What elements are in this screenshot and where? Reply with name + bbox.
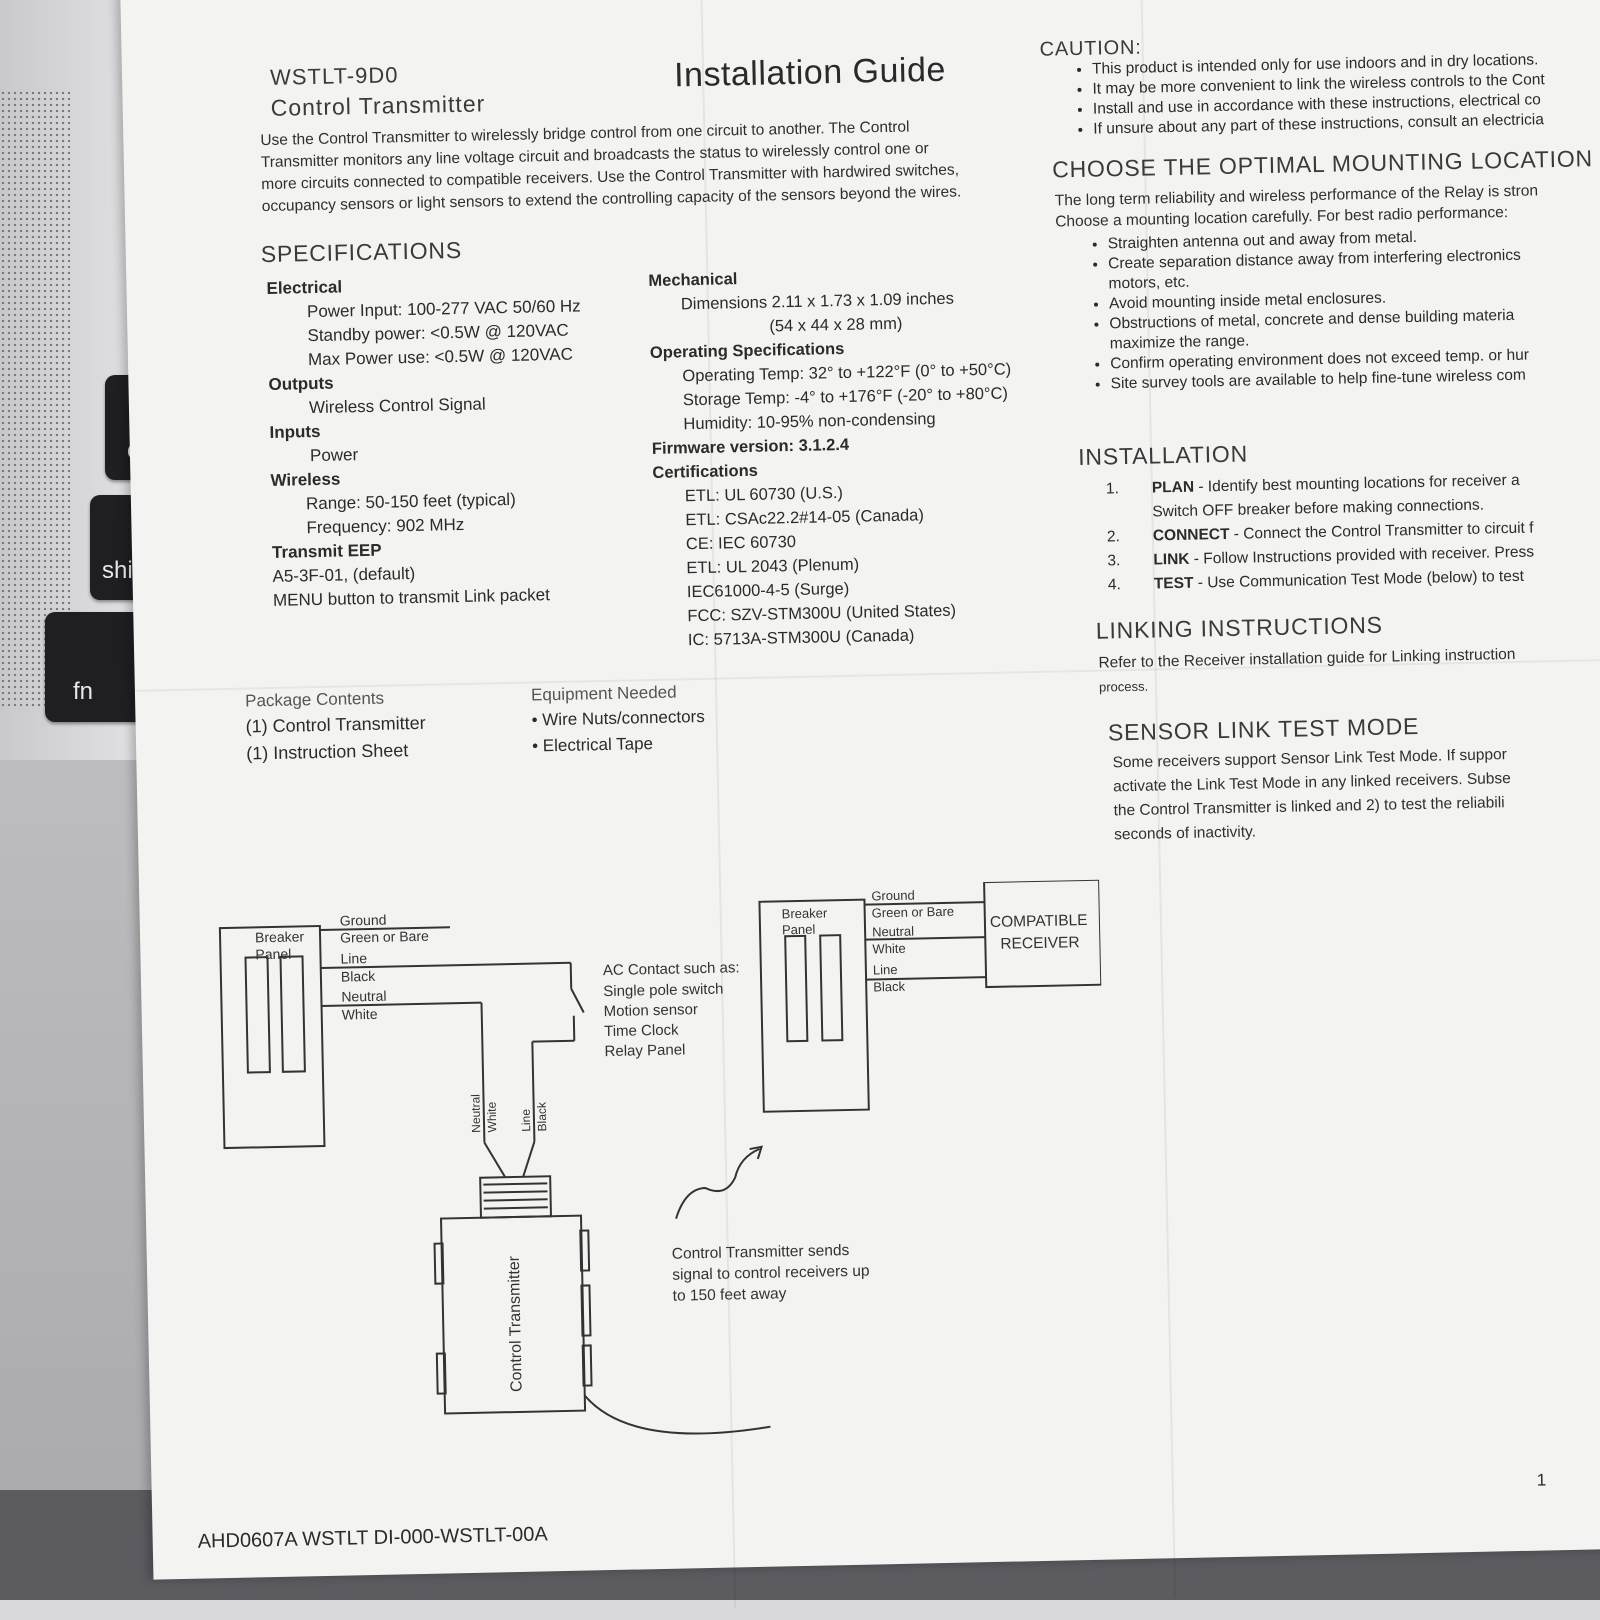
mounting-tips-list: Straighten antenna out and away from met… [1068,226,1530,396]
svg-text:RECEIVER: RECEIVER [1000,934,1080,953]
linking-text: Refer to the Receiver installation guide… [1098,645,1516,695]
svg-text:Line: Line [340,950,367,967]
svg-text:White: White [342,1006,378,1023]
svg-text:Breaker: Breaker [782,905,828,921]
speaker-grille [0,90,70,710]
page-title: Installation Guide [673,50,947,95]
svg-text:Green or Bare: Green or Bare [872,904,955,921]
svg-text:White: White [872,941,906,957]
sensor-test-text: Some receivers support Sensor Link Test … [1112,746,1511,844]
equipment-needed: Equipment Needed • Wire Nuts/connectors … [530,682,705,756]
svg-text:Black: Black [873,979,906,995]
svg-text:Panel: Panel [255,946,291,963]
specs-left-column: Electrical Power Input: 100-277 VAC 50/6… [266,277,581,610]
svg-text:Panel: Panel [782,922,816,938]
product-name: Control Transmitter [270,90,486,121]
svg-text:Line: Line [519,1109,533,1132]
svg-text:Motion sensor: Motion sensor [604,1001,699,1020]
svg-text:to 150 feet away: to 150 feet away [673,1285,787,1304]
svg-text:Neutral: Neutral [468,1094,483,1133]
caution-list: This product is intended only for use in… [1052,50,1546,140]
mounting-intro: The long term reliability and wireless p… [1054,182,1539,231]
page-number: 1 [1536,1470,1547,1490]
package-contents: Package Contents (1) Control Transmitter… [244,688,426,764]
wiring-diagram: Breaker Panel Ground Green or Bare Line … [218,879,1103,1435]
svg-text:Neutral: Neutral [872,924,914,940]
installation-heading: INSTALLATION [1077,440,1249,471]
specifications-heading: SPECIFICATIONS [260,236,463,268]
svg-text:Single pole switch: Single pole switch [603,981,723,1001]
svg-text:signal to control receivers up: signal to control receivers up [672,1263,870,1284]
svg-text:Neutral: Neutral [341,988,386,1005]
model-number: WSTLT-9D0 [269,62,399,90]
svg-text:AC Contact such as:: AC Contact such as: [603,959,740,979]
svg-text:Breaker: Breaker [255,928,305,945]
intro-paragraph: Use the Control Transmitter to wirelessl… [260,118,962,216]
svg-text:COMPATIBLE: COMPATIBLE [990,912,1088,931]
document-code: AHD0607A WSTLT DI-000-WSTLT-00A [197,1523,549,1553]
sensor-test-heading: SENSOR LINK TEST MODE [1107,712,1420,746]
svg-text:Green or Bare: Green or Bare [340,928,429,946]
svg-text:Ground: Ground [871,888,915,904]
svg-text:Ground: Ground [340,912,387,929]
svg-text:Black: Black [535,1101,550,1132]
svg-text:Line: Line [873,962,898,978]
svg-text:White: White [485,1101,500,1132]
svg-text:Relay Panel: Relay Panel [604,1041,685,1060]
svg-text:Black: Black [341,968,377,985]
svg-text:Time Clock: Time Clock [604,1022,679,1041]
installation-guide-sheet: WSTLT-9D0 Control Transmitter Installati… [120,0,1600,1608]
linking-heading: LINKING INSTRUCTIONS [1095,611,1383,644]
svg-text:Control Transmitter sends: Control Transmitter sends [672,1242,850,1263]
mounting-heading: CHOOSE THE OPTIMAL MOUNTING LOCATION [1051,145,1594,183]
installation-steps: 1.PLAN - Identify best mounting location… [1105,471,1535,594]
specs-right-column: Mechanical Dimensions 2.11 x 1.73 x 1.09… [648,270,1012,650]
svg-text:Control Transmitter: Control Transmitter [506,1255,526,1392]
